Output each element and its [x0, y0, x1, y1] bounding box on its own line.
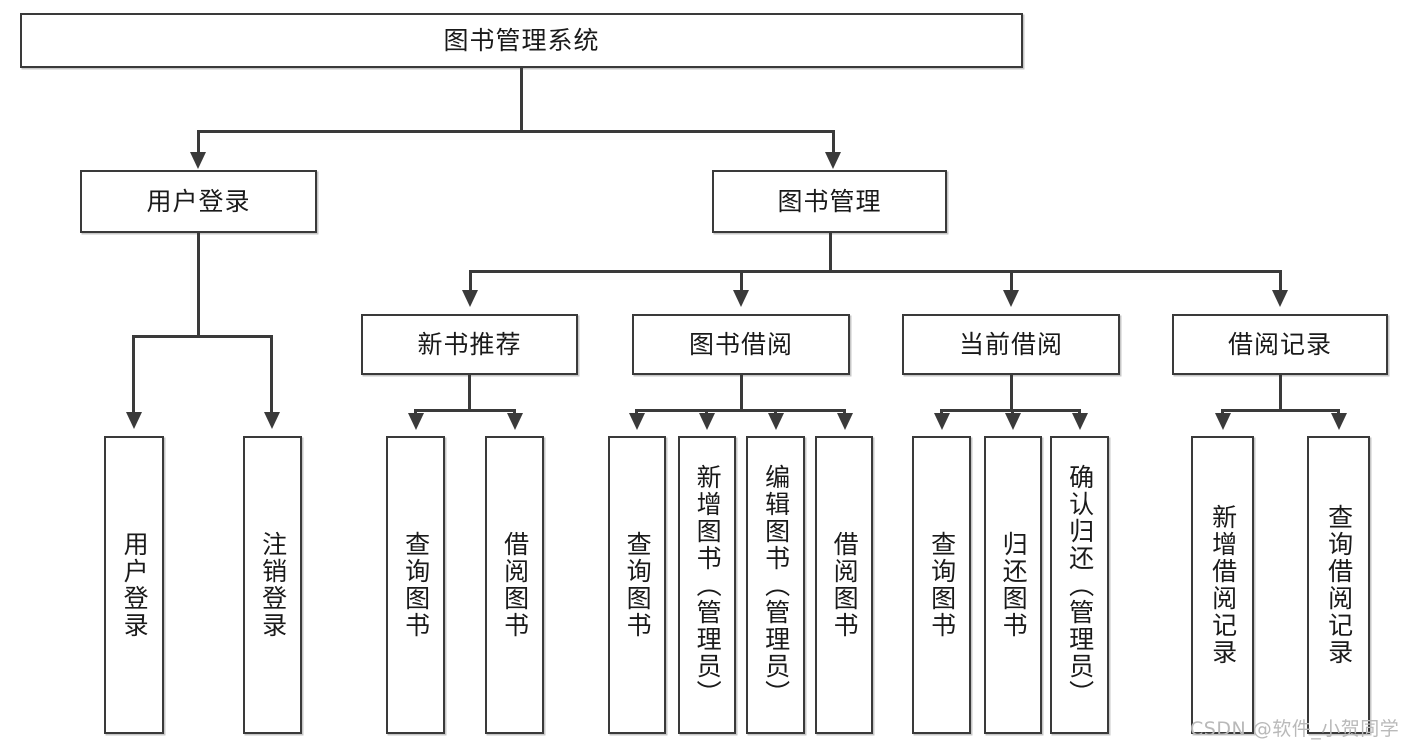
node-label: 新增图书（管理员） [693, 463, 723, 707]
node-label: 查询借阅记录 [1324, 504, 1354, 666]
node-label: 用户登录 [146, 186, 251, 216]
leaf-confirm-return-admin[interactable]: 确认归还（管理员） [1050, 436, 1109, 734]
arrowhead-new-book-rec [462, 290, 478, 307]
connector-book-mgmt-branch-bar [469, 270, 1280, 273]
node-label: 图书借阅 [688, 329, 793, 359]
node-root-library-system[interactable]: 图书管理系统 [20, 13, 1023, 68]
connector-br-child-1 [1221, 409, 1224, 416]
connector-bb-child-2 [705, 409, 708, 416]
csdn-watermark: CSDN @软件_小贺同学 [1190, 718, 1400, 740]
leaf-logout[interactable]: 注销登录 [243, 436, 302, 734]
node-label: 归还图书 [999, 531, 1029, 639]
connector-bb-child-4 [843, 409, 846, 416]
connector-current-borrow-branch-bar [940, 409, 1080, 412]
node-label: 当前借阅 [958, 329, 1063, 359]
node-new-book-recommend[interactable]: 新书推荐 [361, 314, 578, 375]
leaf-query-book-cb[interactable]: 查询图书 [912, 436, 971, 734]
connector-book-borrow-branch-bar [635, 409, 845, 412]
leaf-add-borrow-record[interactable]: 新增借阅记录 [1191, 436, 1254, 734]
connector-cb-child-3 [1078, 409, 1081, 416]
connector-root-stem [520, 68, 523, 130]
connector-bb-child-3 [774, 409, 777, 416]
connector-nbr-child-2 [513, 409, 516, 416]
connector-new-book-rec-branch-bar [414, 409, 515, 412]
leaf-query-book-bb[interactable]: 查询图书 [608, 436, 666, 734]
connector-br-child-2 [1337, 409, 1340, 416]
arrowhead-leaf-logout [264, 412, 280, 429]
connector-to-book-borrow [740, 270, 743, 292]
leaf-user-login[interactable]: 用户登录 [104, 436, 164, 734]
connector-root-branch-bar [197, 130, 834, 133]
arrowhead-add-borrow-record [1215, 413, 1231, 430]
arrowhead-confirm-return-cb [1072, 413, 1088, 430]
node-label: 确认归还（管理员） [1065, 463, 1095, 707]
node-label: 借阅记录 [1227, 329, 1332, 359]
connector-bb-child-1 [635, 409, 638, 416]
arrowhead-query-borrow-record [1331, 413, 1347, 430]
node-label: 查询图书 [927, 531, 957, 639]
connector-cb-child-2 [1011, 409, 1014, 416]
node-book-management[interactable]: 图书管理 [712, 170, 947, 233]
connector-new-book-rec-stem [468, 375, 471, 409]
connector-nbr-child-1 [414, 409, 417, 416]
node-current-borrow[interactable]: 当前借阅 [902, 314, 1120, 375]
leaf-borrow-book-bb[interactable]: 借阅图书 [815, 436, 873, 734]
connector-root-to-book-mgmt [832, 130, 835, 155]
arrowhead-borrow-book-bb [837, 413, 853, 430]
node-label: 注销登录 [258, 531, 288, 639]
node-label: 新书推荐 [417, 329, 522, 359]
arrowhead-query-book-bb [629, 413, 645, 430]
arrowhead-add-book-bb [699, 413, 715, 430]
leaf-query-book-nbr[interactable]: 查询图书 [386, 436, 445, 734]
node-label: 查询图书 [401, 531, 431, 639]
connector-to-current-borrow [1010, 270, 1013, 292]
arrowhead-return-book-cb [1005, 413, 1021, 430]
arrowhead-user-login [190, 152, 206, 169]
node-label: 图书管理 [777, 186, 882, 216]
leaf-add-book-admin[interactable]: 新增图书（管理员） [678, 436, 736, 734]
node-label: 图书管理系统 [443, 25, 600, 55]
connector-book-borrow-stem [740, 375, 743, 409]
node-book-borrow[interactable]: 图书借阅 [632, 314, 850, 375]
connector-user-login-left [132, 335, 135, 415]
node-label: 编辑图书（管理员） [761, 463, 791, 707]
leaf-return-book[interactable]: 归还图书 [984, 436, 1042, 734]
leaf-edit-book-admin[interactable]: 编辑图书（管理员） [746, 436, 805, 734]
connector-root-to-user-login [197, 130, 200, 155]
node-label: 用户登录 [120, 531, 150, 639]
arrowhead-query-book-cb [934, 413, 950, 430]
node-borrow-record[interactable]: 借阅记录 [1172, 314, 1388, 375]
arrowhead-book-mgmt [825, 152, 841, 169]
leaf-borrow-book-nbr[interactable]: 借阅图书 [485, 436, 544, 734]
connector-to-new-book-rec [469, 270, 472, 292]
node-label: 借阅图书 [500, 531, 530, 639]
connector-user-login-right [270, 335, 273, 415]
connector-cb-child-1 [940, 409, 943, 416]
connector-book-mgmt-stem [829, 233, 832, 270]
arrowhead-borrow-record [1272, 290, 1288, 307]
connector-current-borrow-stem [1010, 375, 1013, 409]
node-label: 借阅图书 [830, 531, 860, 639]
node-label: 查询图书 [623, 531, 653, 639]
node-label: 新增借阅记录 [1208, 504, 1238, 666]
connector-to-borrow-record [1279, 270, 1282, 292]
arrowhead-borrow-book-nbr [507, 413, 523, 430]
arrowhead-current-borrow [1003, 290, 1019, 307]
leaf-query-borrow-record[interactable]: 查询借阅记录 [1307, 436, 1370, 734]
connector-borrow-record-branch-bar [1221, 409, 1338, 412]
connector-user-login-branch-bar [132, 335, 272, 338]
connector-borrow-record-stem [1279, 375, 1282, 409]
arrowhead-book-borrow [733, 290, 749, 307]
arrowhead-leaf-user-login [126, 412, 142, 429]
arrowhead-query-book-nbr [408, 413, 424, 430]
arrowhead-edit-book-bb [768, 413, 784, 430]
node-user-login[interactable]: 用户登录 [80, 170, 317, 233]
connector-user-login-stem [197, 233, 200, 335]
